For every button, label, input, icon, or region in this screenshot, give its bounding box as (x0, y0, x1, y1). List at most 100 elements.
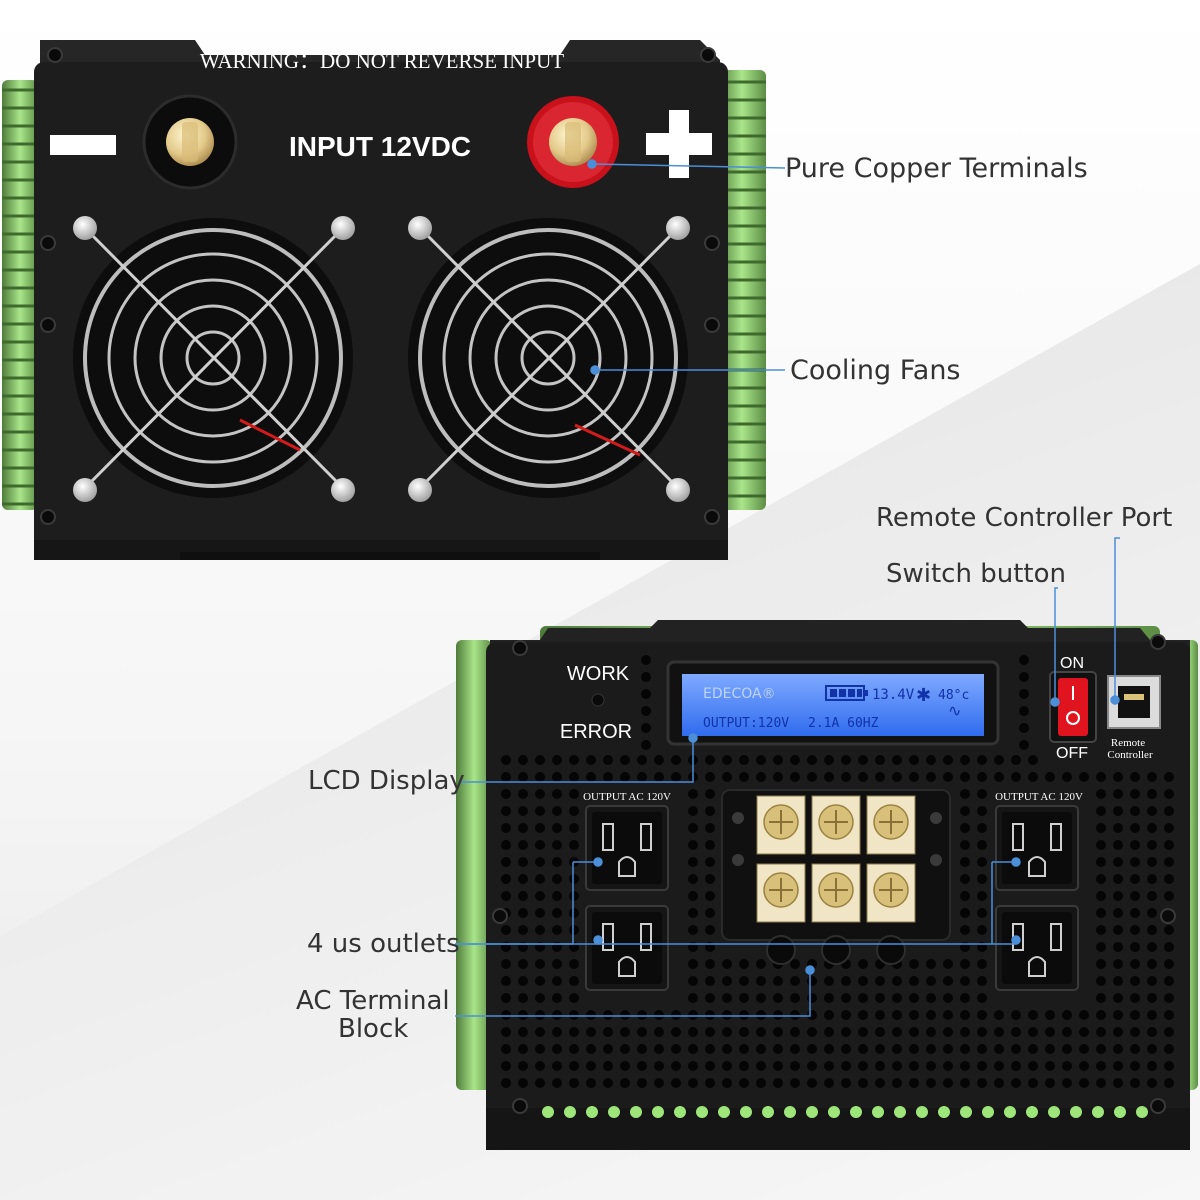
positive-terminal (527, 96, 619, 188)
callout-switch-button: Switch button (886, 559, 1066, 589)
vent-hole (1130, 1078, 1140, 1088)
vent-hole (807, 1027, 817, 1037)
vent-hole (943, 976, 953, 986)
vent-hole (620, 1027, 630, 1037)
vent-hole (535, 1044, 545, 1054)
vent-hole (1096, 874, 1106, 884)
remote-controller-port[interactable] (1107, 675, 1161, 729)
callout-ac-terminal-line1: AC Terminal (296, 986, 450, 1016)
vent-hole (1028, 772, 1038, 782)
vent-hole (501, 1078, 511, 1088)
vent-hole (705, 1010, 715, 1020)
vent-hole (1130, 840, 1140, 850)
vent-hole (892, 755, 902, 765)
vent-hole (569, 925, 579, 935)
vent-hole (688, 1027, 698, 1037)
vent-hole (1019, 689, 1029, 699)
vent-dot-green (784, 1106, 796, 1118)
vent-hole (773, 1027, 783, 1037)
vent-dot-green (696, 1106, 708, 1118)
vent-hole (858, 959, 868, 969)
vent-hole (705, 1044, 715, 1054)
vent-hole (875, 1044, 885, 1054)
vent-hole (756, 1078, 766, 1088)
vent-hole (960, 823, 970, 833)
vent-hole (586, 755, 596, 765)
vent-hole (1130, 908, 1140, 918)
terminal-screw (811, 795, 861, 855)
vent-hole (552, 857, 562, 867)
cable-gland (766, 935, 796, 965)
vent-dot-green (872, 1106, 884, 1118)
vent-hole (994, 1010, 1004, 1020)
vent-hole (1096, 993, 1106, 1003)
vent-dot-green (1026, 1106, 1038, 1118)
vent-hole (1096, 925, 1106, 935)
vent-hole (1019, 723, 1029, 733)
vent-hole (637, 1044, 647, 1054)
vent-hole (569, 840, 579, 850)
vent-hole (1164, 1027, 1174, 1037)
vent-hole (1096, 1061, 1106, 1071)
vent-hole (705, 857, 715, 867)
vent-hole (1147, 959, 1157, 969)
power-switch[interactable] (1049, 671, 1097, 743)
vent-hole (535, 959, 545, 969)
vent-dot-green (916, 1106, 928, 1118)
vent-hole (756, 1027, 766, 1037)
vent-hole (943, 959, 953, 969)
vent-hole (960, 925, 970, 935)
vent-hole (824, 1010, 834, 1020)
plus-sign (646, 110, 712, 178)
vent-dot-green (608, 1106, 620, 1118)
vent-hole (705, 789, 715, 799)
vent-hole (1096, 1044, 1106, 1054)
vent-dot-green (1004, 1106, 1016, 1118)
vent-hole (909, 976, 919, 986)
vent-hole (1130, 823, 1140, 833)
vent-hole (501, 806, 511, 816)
vent-hole (824, 976, 834, 986)
vent-hole (841, 993, 851, 1003)
vent-hole (994, 1078, 1004, 1088)
vent-hole (535, 1078, 545, 1088)
vent-hole (722, 1044, 732, 1054)
vent-hole (858, 755, 868, 765)
vent-hole (739, 1027, 749, 1037)
outlet-face (592, 812, 662, 884)
vent-hole (1011, 1078, 1021, 1088)
vent-hole (1079, 772, 1089, 782)
vent-hole (705, 1061, 715, 1071)
vent-hole (858, 1010, 868, 1020)
vent-hole (705, 976, 715, 986)
vent-hole (1096, 908, 1106, 918)
vent-hole (824, 772, 834, 782)
vent-hole (790, 1061, 800, 1071)
vent-hole (535, 772, 545, 782)
vent-hole (1130, 1027, 1140, 1037)
vent-dot-green (960, 1106, 972, 1118)
vent-hole (705, 908, 715, 918)
outlet-slot-left (602, 823, 614, 851)
lcd-display (666, 660, 1000, 746)
vent-hole (637, 1078, 647, 1088)
vent-hole (960, 806, 970, 816)
vent-hole (688, 925, 698, 935)
vent-hole (1028, 1078, 1038, 1088)
remote-label-line1: Remote (1111, 737, 1145, 749)
vent-hole (569, 1027, 579, 1037)
vent-hole (1062, 1044, 1072, 1054)
terminal-screw (866, 795, 916, 855)
vent-dot-green (542, 1106, 554, 1118)
vent-hole (1147, 976, 1157, 986)
vent-hole (807, 772, 817, 782)
vent-hole (1147, 857, 1157, 867)
vent-hole (875, 976, 885, 986)
vent-hole (535, 857, 545, 867)
vent-hole (1019, 740, 1029, 750)
vent-dot-green (718, 1106, 730, 1118)
vent-hole (756, 959, 766, 969)
vent-hole (1113, 925, 1123, 935)
vent-hole (501, 1044, 511, 1054)
vent-hole (790, 1010, 800, 1020)
